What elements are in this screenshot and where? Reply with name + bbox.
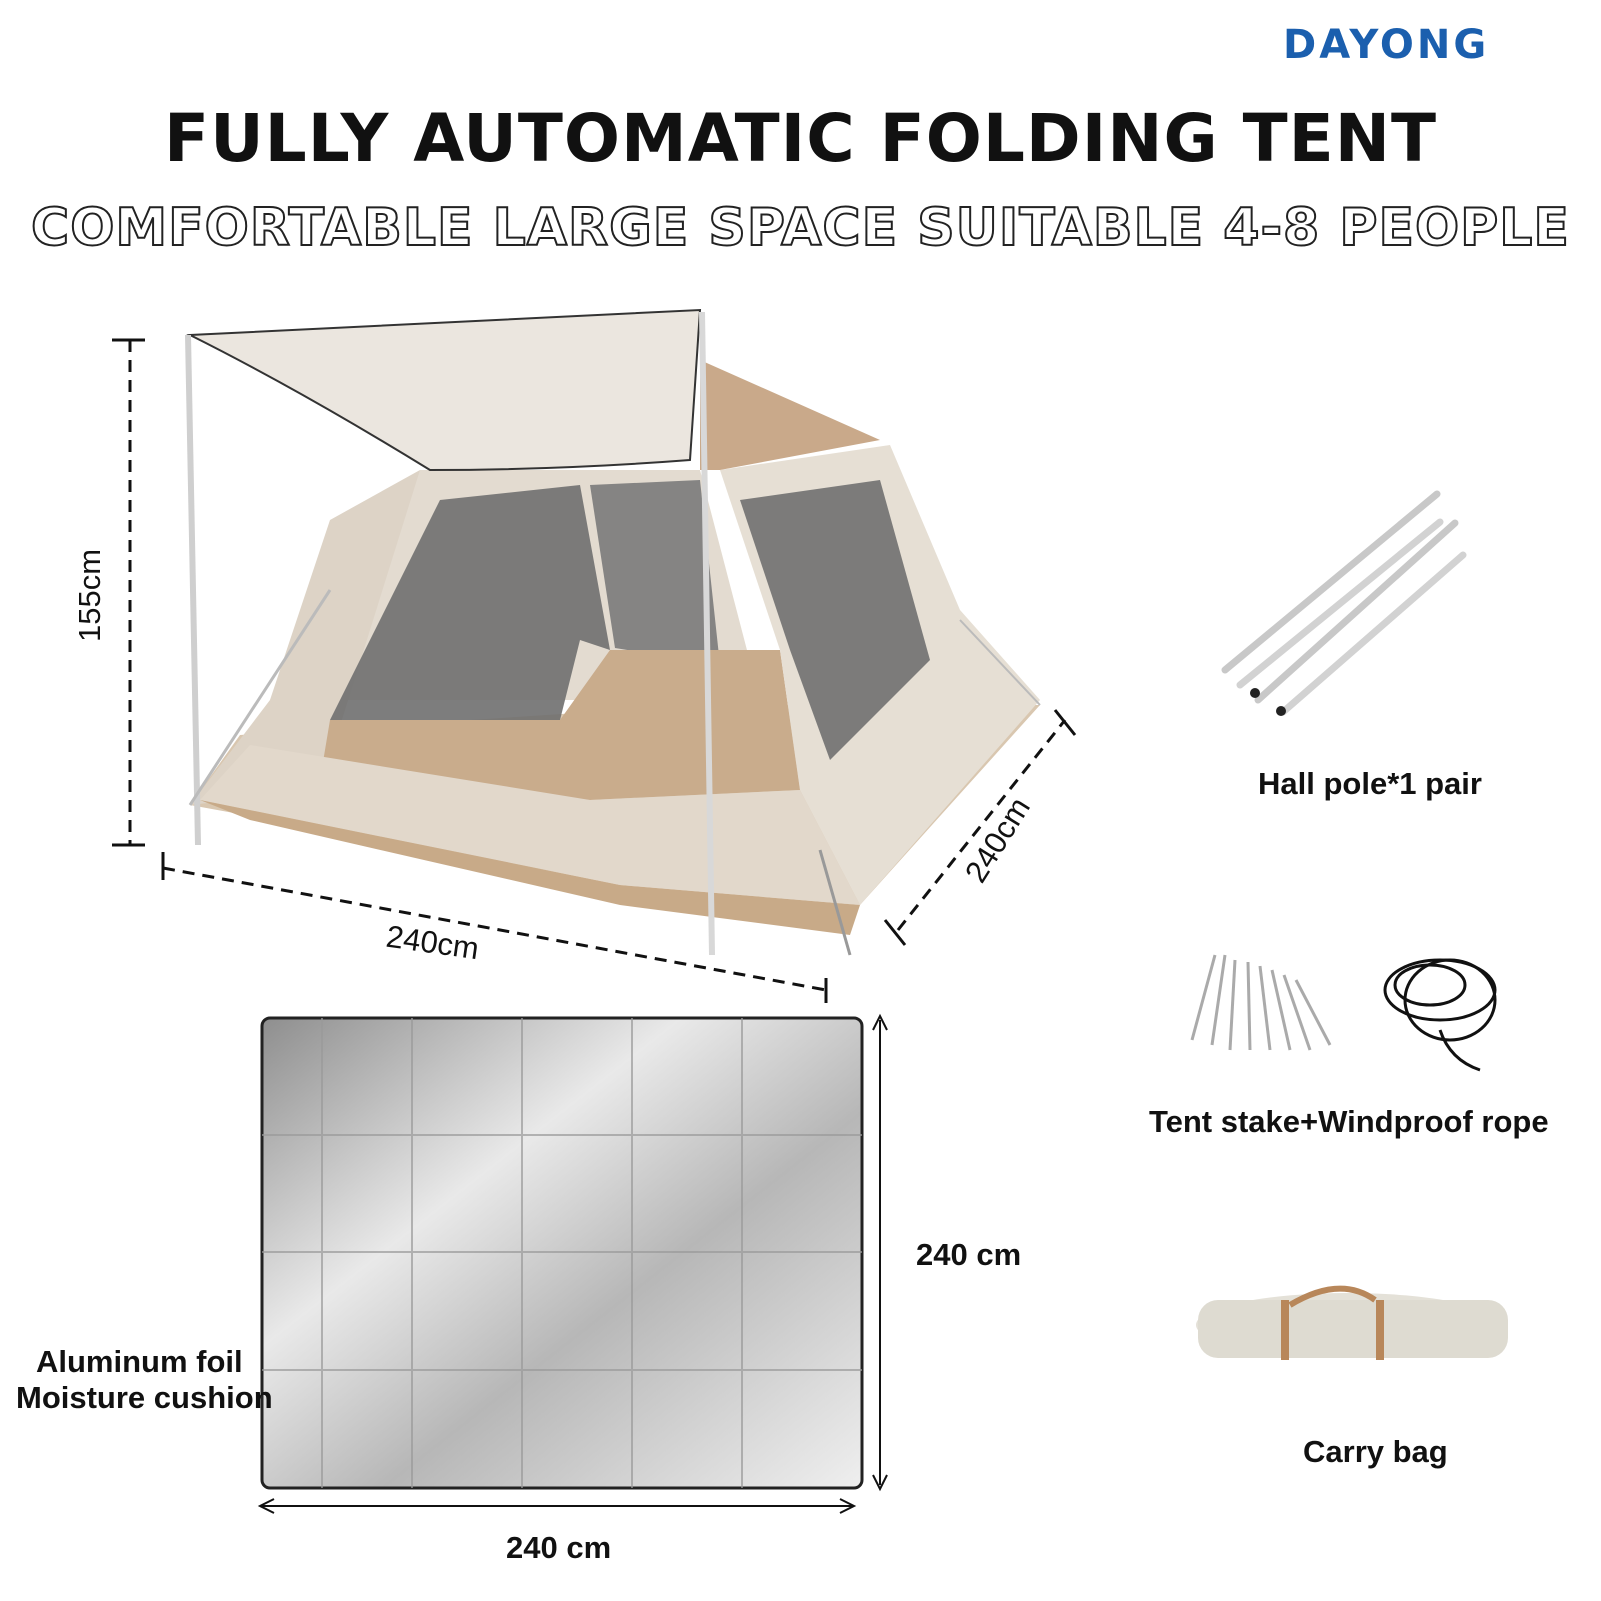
tent-bottom-trim bbox=[200, 800, 860, 935]
tent-bottom-band bbox=[200, 745, 860, 905]
brand-logo: DAYONG bbox=[1283, 22, 1490, 68]
accessory-label-poles: Hall pole*1 pair bbox=[1258, 766, 1482, 801]
tent-roof bbox=[700, 360, 880, 470]
page-title: FULLY AUTOMATIC FOLDING TENT bbox=[163, 100, 1437, 177]
mat-name-line1: Aluminum foil bbox=[36, 1344, 243, 1379]
tent-right-mesh bbox=[740, 480, 930, 760]
rope-icon bbox=[1383, 958, 1497, 1072]
accessory-label-carry-bag: Carry bag bbox=[1303, 1434, 1448, 1469]
tent-height-label: 155cm bbox=[72, 548, 107, 642]
poles-icon bbox=[1221, 490, 1467, 716]
awning-pole-right bbox=[699, 311, 715, 956]
tent-front-mesh-2 bbox=[590, 480, 720, 665]
mat-width-label: 240 cm bbox=[506, 1530, 612, 1565]
mat-height-label: 240 cm bbox=[916, 1237, 1022, 1272]
tent-awning bbox=[186, 308, 702, 472]
tent-left-wall bbox=[190, 470, 420, 805]
tent-front-mesh bbox=[330, 485, 610, 720]
awning-pole-left bbox=[185, 334, 201, 846]
page-subtitle: COMFORTABLE LARGE SPACE SUITABLE 4-8 PEO… bbox=[30, 197, 1570, 259]
mat-name-line2: Moisture cushion bbox=[16, 1380, 273, 1415]
stakes-icon bbox=[1190, 954, 1332, 1051]
accessory-label-stakes-rope: Tent stake+Windproof rope bbox=[1149, 1104, 1549, 1139]
tent-inner-floor bbox=[320, 650, 800, 800]
carry-bag-icon bbox=[1196, 1285, 1508, 1360]
